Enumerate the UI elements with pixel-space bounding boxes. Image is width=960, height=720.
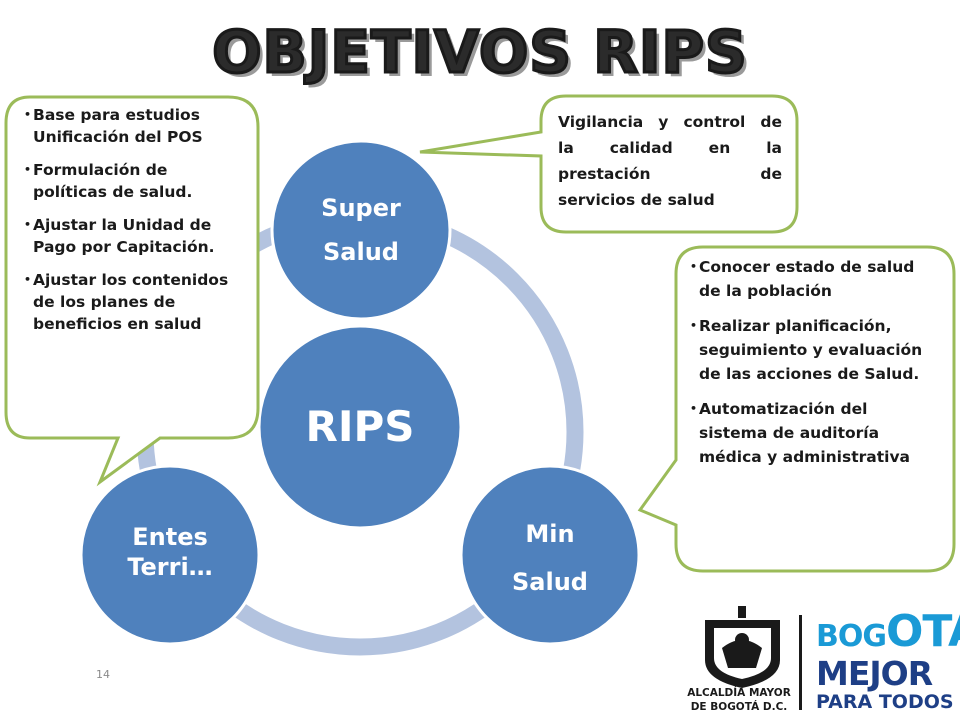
node-supersalud[interactable] <box>270 139 452 321</box>
callout-left-text: Base para estudios Unificación del POS F… <box>24 104 246 346</box>
bogota-logo-part2: OTÁ <box>886 606 960 657</box>
node-minsalud[interactable] <box>459 464 641 646</box>
node-supersalud-label: Super Salud <box>281 186 441 274</box>
page-number: 14 <box>96 668 110 681</box>
entes-line2: Terri… <box>127 553 213 581</box>
callout-top-right-line: prestación de <box>558 165 782 183</box>
callout-left-item: Ajustar los contenidos de los planes de … <box>24 269 246 335</box>
callout-right-item: Realizar planificación, seguimiento y ev… <box>690 314 936 386</box>
entes-line1: Entes <box>132 523 208 551</box>
callout-right-item: Automatización del sistema de auditoría … <box>690 397 936 469</box>
callout-right-text: Conocer estado de salud de la población … <box>690 255 936 480</box>
callout-right-item: Conocer estado de salud de la población <box>690 255 936 303</box>
callout-left-item: Ajustar la Unidad de Pago por Capitación… <box>24 214 246 258</box>
logo-divider <box>799 615 802 710</box>
bogota-logo-line2: MEJOR <box>816 654 933 693</box>
center-node[interactable] <box>257 324 463 530</box>
center-label-text: RIPS <box>305 402 415 451</box>
callout-top-right-line: Vigilancia y control de <box>558 113 782 131</box>
bogota-logo-line1: BOGOTÁ <box>816 610 960 657</box>
node-entes-label: Entes Terri… <box>90 522 250 582</box>
minsalud-line2: Salud <box>512 568 588 596</box>
center-node-label: RIPS <box>260 400 460 454</box>
bogota-mejor-logo: BOGOTÁ MEJOR PARA TODOS <box>816 610 960 714</box>
callout-top-right-line: servicios de salud <box>558 191 715 209</box>
slide-title: OBJETIVOS RIPS <box>211 17 749 88</box>
alcaldia-line1: ALCALDÍA MAYOR <box>687 687 791 699</box>
callout-top-right <box>419 94 799 234</box>
callout-top-right-text: Vigilancia y control de la calidad en la… <box>558 109 782 213</box>
bogota-logo-part1: BOG <box>816 619 887 654</box>
callout-top-right-line: la calidad en la <box>558 139 782 157</box>
supersalud-line1: Super <box>321 194 401 222</box>
minsalud-line1: Min <box>525 520 575 548</box>
bogota-logo-line3: PARA TODOS <box>816 691 954 713</box>
callout-left-item: Base para estudios Unificación del POS <box>24 104 246 148</box>
alcaldia-crest-icon <box>705 606 780 688</box>
supersalud-line2: Salud <box>323 238 399 266</box>
node-minsalud-label: Min Salud <box>470 510 630 606</box>
callout-left-item: Formulación de políticas de salud. <box>24 159 246 203</box>
alcaldia-line2: DE BOGOTÁ D.C. <box>690 701 788 713</box>
node-entes-territoriales[interactable] <box>79 464 261 646</box>
alcaldia-logo-text: ALCALDÍA MAYOR DE BOGOTÁ D.C. <box>686 686 792 714</box>
